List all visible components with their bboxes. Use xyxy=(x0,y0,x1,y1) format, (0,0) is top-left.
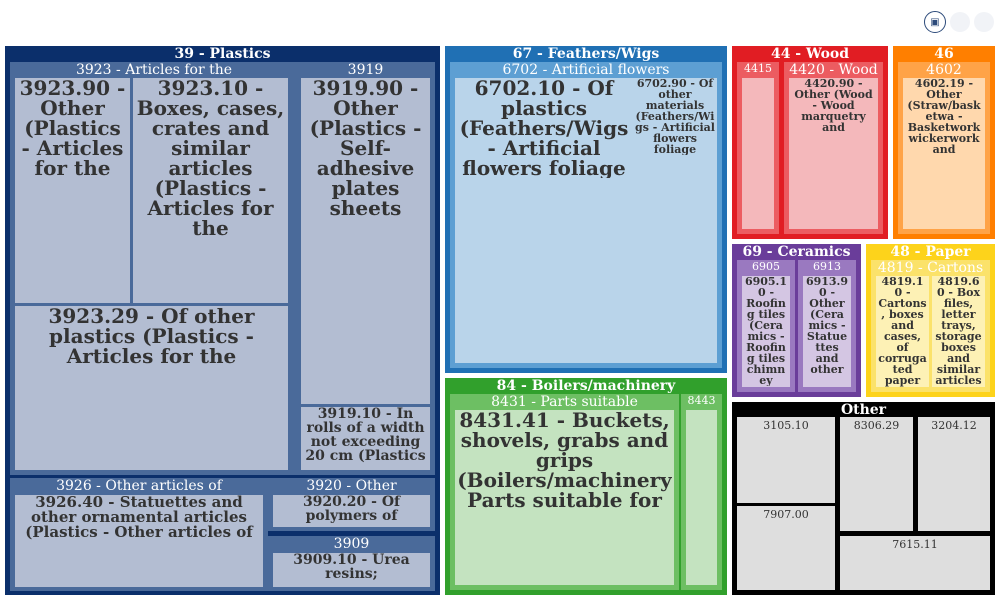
group-84-boilers-machinery-label: 84 - Boilers/machinery xyxy=(496,378,676,394)
treemap-leaf[interactable]: 6913.90 - Other (Ceramics - Statuettes a… xyxy=(803,276,851,387)
leaf-label: 8431.41 - Buckets, shovels, grabs and gr… xyxy=(457,410,672,510)
subgroup-other-0[interactable]: 3105.10 7907.00 8306.29 7615.11 3204.12 xyxy=(732,402,995,595)
subgroup-6702-artificial-flowers-label: 6702 - Artificial flowers xyxy=(502,62,670,78)
group-48-paper-label: 48 - Paper xyxy=(890,244,971,260)
leaf-label: 4819.10 - Cartons, boxes and cases, of c… xyxy=(878,276,927,387)
group-69-ceramics-label: 69 - Ceramics xyxy=(742,244,851,260)
treemap-leaf[interactable]: 3923.10 - Boxes, cases, crates and simil… xyxy=(133,78,288,303)
treemap-leaf[interactable]: 4819.10 - Cartons, boxes and cases, of c… xyxy=(876,276,929,387)
leaf-label: 3105.10 xyxy=(763,419,809,432)
subgroup-3920-other-label: 3920 - Other xyxy=(306,478,397,494)
group-other-label: Other xyxy=(840,402,887,418)
treemap-leaf[interactable]: 3920.20 - Of polymers of xyxy=(273,495,430,527)
treemap-leaf[interactable]: 8306.29 xyxy=(840,417,913,531)
subgroup-4819-cartons-label: 4819 - Cartons xyxy=(877,260,984,276)
group-67-feathers-wigs-label: 67 - Feathers/Wigs xyxy=(512,46,660,62)
subgroup-8443[interactable]: 8443 xyxy=(681,394,722,590)
subgroup-6913[interactable]: 6913 6913.90 - Other (Ceramics - Statuett… xyxy=(798,260,856,392)
treemap-leaf[interactable]: 6702.10 - Of plastics (Feathers/Wigs - A… xyxy=(455,78,633,363)
subgroup-6905-label: 6905 xyxy=(752,260,780,273)
subgroup-4415-label: 4415 xyxy=(744,62,772,75)
group-44-wood-label: 44 - Wood xyxy=(770,46,850,62)
subgroup-3919-label: 3919 xyxy=(347,62,384,78)
subgroup-3909-label: 3909 xyxy=(333,536,370,552)
leaf-label: 6702.10 - Of plastics (Feathers/Wigs - A… xyxy=(459,78,629,178)
subgroup-4420-wood-label: 4420 - Wood xyxy=(789,62,878,78)
treemap-leaf[interactable]: 3923.29 - Of other plastics (Plastics - … xyxy=(15,306,288,470)
leaf-label: 3909.10 - Urea resins; xyxy=(293,553,410,581)
subgroup-4602-label: 4602 xyxy=(926,62,962,78)
leaf-label: 8306.29 xyxy=(853,419,900,432)
leaf-label: 7907.00 xyxy=(763,508,809,521)
leaf-label: 6913.90 - Other (Ceramics - Statuettes a… xyxy=(805,276,849,375)
leaf-label: 6702.90 - Of other materials (Feathers/W… xyxy=(635,78,715,155)
leaf-label: 4602.19 - Other (Straw/basketwa - Basket… xyxy=(907,78,981,155)
treemap-leaf[interactable]: 3204.12 xyxy=(918,417,990,531)
leaf-label: 3204.12 xyxy=(931,419,977,432)
leaf-label: 7615.11 xyxy=(892,538,938,551)
treemap-leaf[interactable]: 6905.10 - Roofing tiles (Ceramics - Roof… xyxy=(742,276,790,387)
subgroup-6905[interactable]: 6905 6905.10 - Roofing tiles (Ceramics - … xyxy=(737,260,795,392)
treemap-leaf[interactable]: 7615.11 xyxy=(840,536,990,590)
subgroup-8431-parts-suitable-label: 8431 - Parts suitable xyxy=(491,394,638,410)
home-icon[interactable] xyxy=(974,12,994,32)
subgroup-4415[interactable]: 4415 xyxy=(737,62,779,234)
leaf-label: 3919.90 - Other (Plastics - Self-adhesiv… xyxy=(309,78,422,218)
treemap-leaf[interactable]: 4420.90 - Other (Wood - Wood marquetry a… xyxy=(789,78,878,229)
subgroup-6913-label: 6913 xyxy=(813,260,841,273)
leaf-label: 3923.29 - Of other plastics (Plastics - … xyxy=(48,306,255,366)
treemap-leaf[interactable]: 3919.10 - In rolls of a width not exceed… xyxy=(301,407,430,470)
treemap-leaf[interactable]: 8431.41 - Buckets, shovels, grabs and gr… xyxy=(455,410,674,585)
leaf-label: 3923.90 - Other (Plastics - Articles for… xyxy=(19,78,126,178)
treemap-leaf[interactable]: 3919.90 - Other (Plastics - Self-adhesiv… xyxy=(301,78,430,404)
leaf-label: 6905.10 - Roofing tiles (Ceramics - Roof… xyxy=(744,276,788,386)
group-46-label: 46 xyxy=(934,46,954,62)
group-39-plastics-label: 39 - Plastics xyxy=(174,46,271,62)
leaf-label: 3923.10 - Boxes, cases, crates and simil… xyxy=(136,78,285,238)
subgroup-8443-label: 8443 xyxy=(687,394,716,407)
chart-toolbar: ▣ xyxy=(924,10,994,34)
subgroup-3923-articles-for-the-label: 3923 - Articles for the xyxy=(75,62,233,78)
treemap-leaf[interactable]: 4602.19 - Other (Straw/basketwa - Basket… xyxy=(903,78,985,229)
treemap-leaf[interactable] xyxy=(742,78,774,229)
camera-icon[interactable]: ▣ xyxy=(924,11,946,33)
leaf-label: 3920.20 - Of polymers of xyxy=(302,495,401,523)
treemap-leaf[interactable]: 4819.60 - Box files, letter trays, stora… xyxy=(932,276,985,387)
leaf-label: 3919.10 - In rolls of a width not exceed… xyxy=(305,407,426,463)
treemap-leaf[interactable]: 3105.10 xyxy=(737,417,835,503)
treemap-leaf[interactable]: 3909.10 - Urea resins; xyxy=(273,553,430,587)
leaf-label: 3926.40 - Statuettes and other ornamenta… xyxy=(25,495,253,540)
treemap-leaf[interactable] xyxy=(686,410,717,585)
group-other[interactable]: Other 3105.10 7907.00 8306.29 7615.11 3204.12 xyxy=(732,402,995,595)
treemap-leaf[interactable]: 3926.40 - Statuettes and other ornamenta… xyxy=(15,495,263,587)
treemap-leaf[interactable]: 7907.00 xyxy=(737,506,835,590)
subgroup-3926-other-articles-of-label: 3926 - Other articles of xyxy=(56,478,222,494)
leaf-label: 4420.90 - Other (Wood - Wood marquetry a… xyxy=(794,78,873,133)
zoom-icon[interactable] xyxy=(950,12,970,32)
treemap-leaf[interactable]: 6702.90 - Of other materials (Feathers/W… xyxy=(633,78,717,363)
leaf-label: 4819.60 - Box files, letter trays, stora… xyxy=(935,276,982,387)
treemap-leaf[interactable]: 3923.90 - Other (Plastics - Articles for… xyxy=(15,78,130,303)
